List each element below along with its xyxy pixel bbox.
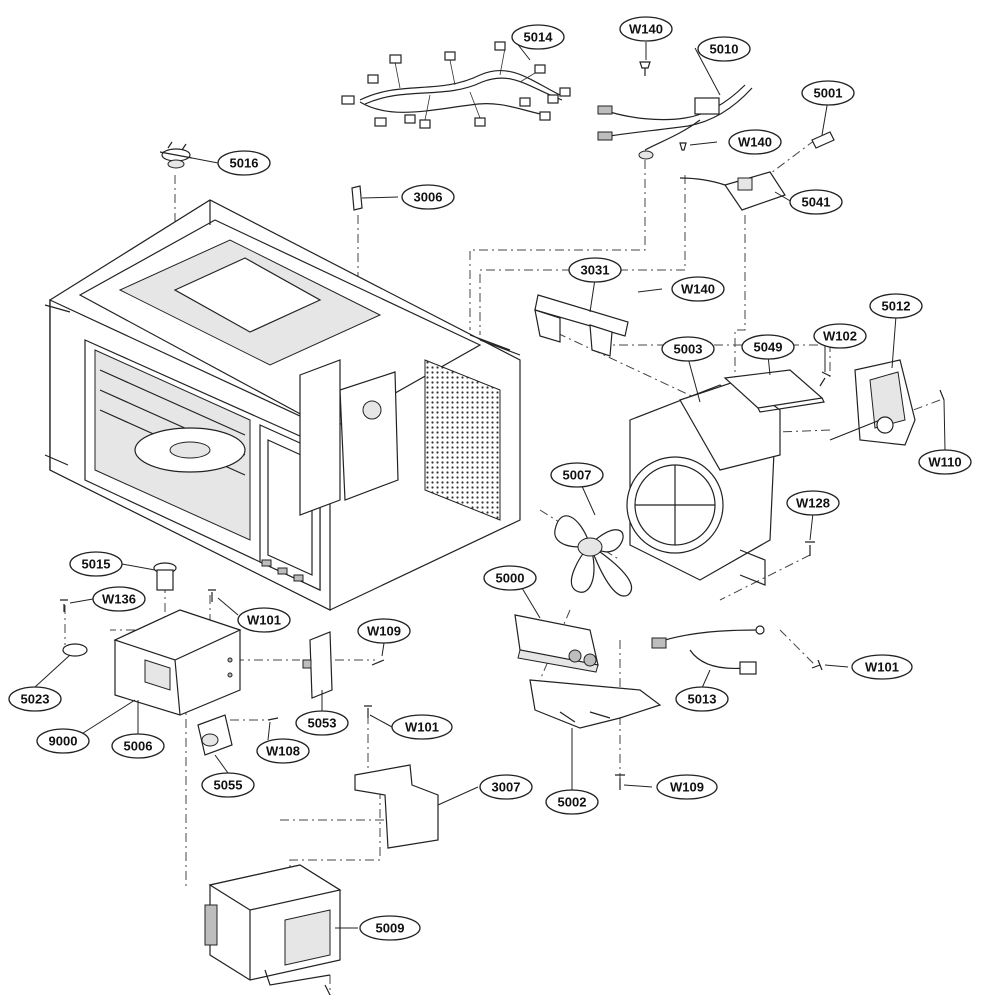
svg-text:W140: W140 (629, 22, 663, 37)
wire-harness-5014 (341, 41, 571, 129)
callout-3006: 3006 (401, 184, 455, 210)
callout-5015: 5015 (69, 551, 123, 577)
callout-w110: W110 (918, 449, 972, 475)
callout-5016: 5016 (217, 150, 271, 176)
callout-w109-bottom: W109 (656, 774, 718, 800)
bracket-5002 (529, 679, 662, 790)
svg-text:5007: 5007 (563, 468, 592, 483)
callout-5014: 5014 (511, 24, 565, 50)
callout-9000: 9000 (36, 728, 90, 754)
svg-text:3006: 3006 (414, 190, 443, 205)
svg-text:5016: 5016 (230, 156, 259, 171)
screws-right (805, 371, 831, 671)
svg-text:5023: 5023 (21, 692, 50, 707)
svg-text:9000: 9000 (49, 734, 78, 749)
svg-text:W109: W109 (670, 780, 704, 795)
svg-text:5053: 5053 (308, 716, 337, 731)
callout-w140-top: W140 (619, 16, 673, 42)
callout-w101-right: W101 (851, 654, 913, 680)
callout-5002: 5002 (545, 789, 599, 815)
svg-text:W102: W102 (823, 329, 857, 344)
wire-set-5013 (651, 625, 765, 675)
callout-5003: 5003 (661, 336, 715, 362)
callout-5010: 5010 (697, 36, 751, 62)
fan-blade-5007 (554, 515, 633, 597)
svg-text:W101: W101 (247, 613, 281, 628)
callout-5007: 5007 (550, 462, 604, 488)
svg-text:W128: W128 (796, 496, 830, 511)
fan-duct-5003 (626, 379, 781, 586)
callout-w136: W136 (92, 586, 146, 612)
svg-text:5049: 5049 (754, 340, 783, 355)
bracket-3007 (354, 764, 439, 849)
callout-w108: W108 (256, 738, 310, 764)
control-box-5006 (113, 609, 242, 716)
svg-text:W136: W136 (102, 592, 136, 607)
svg-text:W109: W109 (367, 624, 401, 639)
oven-cavity (44, 199, 521, 611)
svg-text:5010: 5010 (710, 42, 739, 57)
bracket-3031 (534, 294, 629, 357)
callout-5006: 5006 (111, 733, 165, 759)
svg-text:5041: 5041 (802, 195, 831, 210)
thermostats-left (60, 562, 177, 657)
thermostat-5016 (159, 141, 193, 169)
callout-5055: 5055 (201, 772, 255, 798)
svg-text:W108: W108 (266, 744, 300, 759)
callout-w128: W128 (786, 490, 840, 516)
callout-5013: 5013 (675, 686, 729, 712)
svg-text:5009: 5009 (376, 921, 405, 936)
svg-text:5001: 5001 (814, 86, 843, 101)
svg-text:W110: W110 (928, 455, 961, 470)
callout-w101-center: W101 (391, 714, 453, 740)
callout-w101-left: W101 (237, 607, 291, 633)
svg-text:W140: W140 (681, 282, 715, 297)
magnetron-5009 (204, 864, 342, 996)
svg-text:W140: W140 (738, 135, 772, 150)
callout-5049: 5049 (741, 334, 795, 360)
svg-text:W101: W101 (865, 660, 899, 675)
fan-motor-5012 (829, 359, 945, 446)
svg-text:3031: 3031 (581, 263, 610, 278)
capacitor-5000 (514, 614, 599, 673)
plate-5049 (723, 369, 825, 413)
svg-text:5006: 5006 (124, 739, 153, 754)
callout-w140-lower: W140 (671, 276, 725, 302)
callout-5001: 5001 (801, 80, 855, 106)
callout-w140-mid: W140 (728, 129, 782, 155)
fuse-5055 (197, 714, 233, 756)
callout-w102: W102 (813, 323, 867, 349)
bracket-3006 (351, 185, 363, 211)
screws-center (208, 589, 385, 721)
svg-text:3007: 3007 (492, 780, 521, 795)
callout-5041: 5041 (789, 189, 843, 215)
callout-5012: 5012 (869, 293, 923, 319)
terminal-5053 (302, 631, 333, 699)
callout-5009: 5009 (359, 915, 421, 941)
svg-text:5012: 5012 (882, 299, 911, 314)
callout-5023: 5023 (8, 686, 62, 712)
leader-lines (34, 36, 946, 929)
svg-text:5000: 5000 (496, 571, 525, 586)
callout-3031: 3031 (568, 257, 622, 283)
callout-5053: 5053 (295, 710, 349, 736)
svg-text:5013: 5013 (688, 692, 717, 707)
callout-3007: 3007 (479, 774, 533, 800)
upper-right-small-parts (597, 61, 835, 211)
svg-text:W101: W101 (405, 720, 439, 735)
svg-text:5003: 5003 (674, 342, 703, 357)
svg-text:5014: 5014 (524, 30, 554, 45)
svg-text:5055: 5055 (214, 778, 243, 793)
svg-text:5002: 5002 (558, 795, 587, 810)
callout-5000: 5000 (483, 565, 537, 591)
svg-text:5015: 5015 (82, 557, 111, 572)
callout-w109-mid: W109 (357, 618, 411, 644)
